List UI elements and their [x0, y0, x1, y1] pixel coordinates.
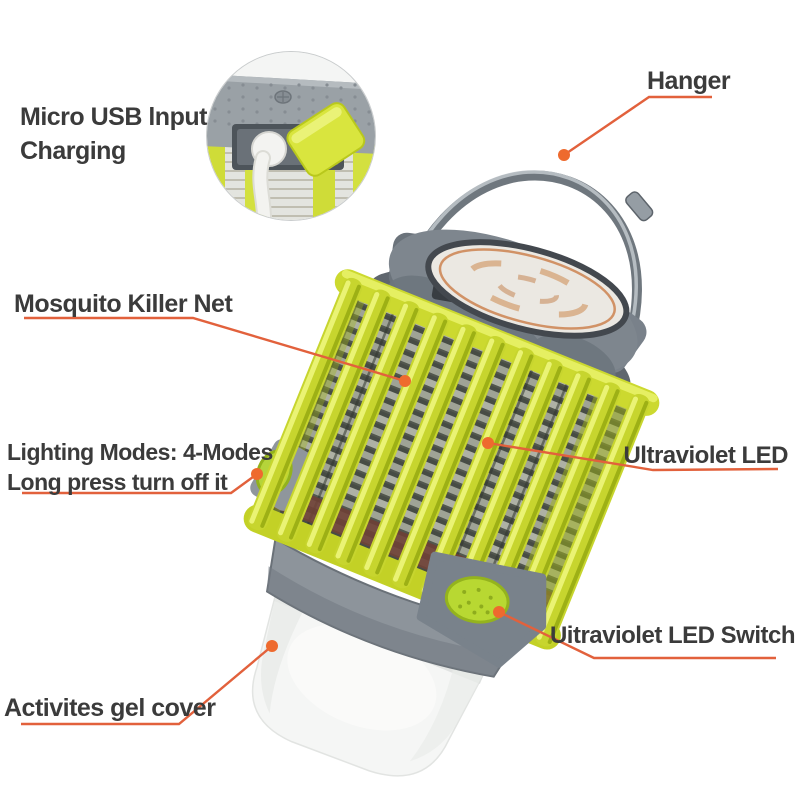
label-lighting-modes-line2: Long press turn off it	[7, 469, 228, 495]
label-micro-usb-line2: Charging	[20, 137, 126, 165]
label-uv-led: Ultraviolet LED	[623, 442, 788, 469]
label-uv-switch: Uitraviolet LED Switch	[549, 622, 796, 649]
label-micro-usb-line1: Micro USB lnput	[20, 103, 207, 131]
usb-port-inset	[206, 51, 376, 221]
label-mosquito-net: Mosquito Killer Net	[14, 290, 233, 318]
label-micro-usb: Micro USB lnput Charging	[20, 100, 207, 168]
brand-label-disc	[425, 239, 630, 339]
usb-cover-flap	[286, 102, 366, 177]
label-gel-cover: Activites gel cover	[4, 694, 216, 722]
screw	[274, 90, 292, 104]
label-lighting-modes: Lighting Modes: 4-Modes Long press turn …	[7, 437, 273, 497]
label-hanger: Hanger	[647, 67, 731, 95]
label-lighting-modes-line1: Lighting Modes: 4-Modes	[7, 439, 273, 465]
usb-inset-scene	[207, 52, 375, 220]
handle-hinge	[625, 191, 654, 222]
